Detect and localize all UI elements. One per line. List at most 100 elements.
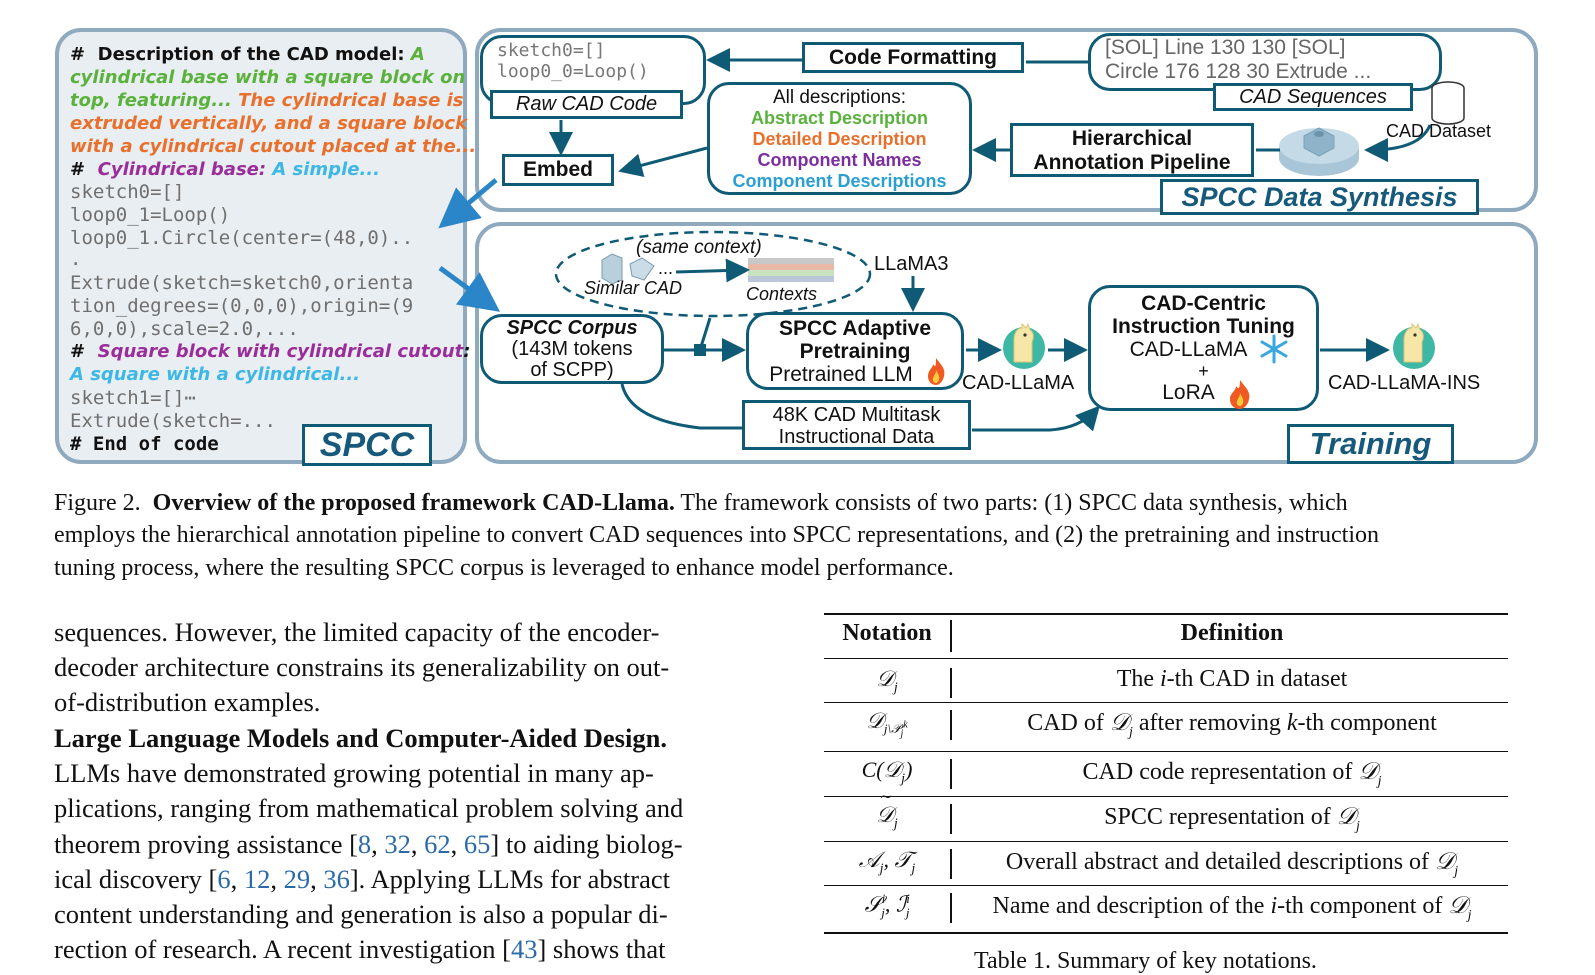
description-item: Component Names [757,150,922,170]
code-desc-line: top, featuring... The cylindrical base i… [70,90,464,111]
llama-icon [1003,322,1045,369]
body-text-line: sequences. However, the limited capacity… [54,617,660,647]
spcc-corpus-box: SPCC Corpus (143M tokens of SCPP) [480,314,664,384]
code-line: tion_degrees=(0,0,0),origin=(9 [70,295,414,317]
table-top-rule [824,613,1508,615]
spcc-tag: SPCC [302,424,432,466]
cad-dataset-label: CAD Dataset [1386,121,1492,141]
citation-link[interactable]: 65 [463,829,491,859]
table-rule [824,885,1508,887]
embed-box: Embed [502,154,614,186]
spcc-code-panel [55,28,467,464]
table-divider [950,759,952,789]
code-line: # End of code [70,433,219,455]
code-desc-line: # Square block with cylindrical cutout: [70,341,471,362]
code-line: sketch0=[] [70,181,185,203]
body-text-line: content understanding and generation is … [54,899,668,929]
code-line: . [70,248,82,270]
figure-caption: employs the hierarchical annotation pipe… [54,522,1379,548]
table-header-notation: Notation [842,620,932,646]
instruct-line: CAD-Centric [1141,292,1266,315]
ellipsis-label: ... [658,258,674,278]
table-caption: Table 1. Summary of key notations. [974,948,1317,974]
body-text-line: rection of research. A recent investigat… [54,934,666,964]
table-divider [950,804,952,834]
contexts-icon [748,258,834,282]
raw-cad-code-tag: Raw CAD Code [490,90,683,119]
fire-icon [928,358,945,385]
multitask-line: 48K CAD Multitask [772,404,941,426]
table-rule [824,702,1508,704]
citation-link[interactable]: 36 [323,864,350,894]
code-desc-line: # Cylindrical base: A simple... [70,159,380,180]
instruct-line: Instruction Tuning [1112,315,1295,338]
body-text-line: plications, ranging from mathematical pr… [54,793,684,823]
body-text-line: decoder architecture constrains its gene… [54,652,670,682]
same-context-label: (same context) [636,237,762,258]
llama-icon [1393,322,1435,369]
code-line: sketch1=[]⋯ [70,387,196,409]
figure-caption: tuning process, where the resulting SPCC… [54,555,954,581]
same-context-ellipse [554,230,872,318]
code-desc-line: with a cylindrical cutout placed at the.… [70,136,477,157]
cad-llama-ins-label: CAD-LLaMA-INS [1328,372,1481,394]
code-desc-line: cylindrical base with a square block on [70,67,466,88]
code-line: Extrude(sketch=... [70,410,276,432]
citation-link[interactable]: 29 [283,864,311,894]
cad-sequences-tag: CAD Sequences [1213,83,1413,111]
cad-part-icon [1279,127,1359,176]
instruct-line: LoRA [1162,381,1215,404]
citation-link[interactable]: 6 [217,864,231,894]
raw-code-line: sketch0=[] [497,40,606,61]
citation-link[interactable]: 12 [243,864,271,894]
code-desc-line: A square with a cylindrical... [70,364,360,385]
corpus-line: (143M tokens [511,338,633,360]
description-item: Component Descriptions [732,171,947,191]
cad-seq-line: Circle 176 128 30 Extrude ... [1105,60,1372,83]
database-icon [1431,81,1465,125]
table-cell-definition: SPCC representation of 𝒟j [1104,802,1360,834]
hierarchical-line: Annotation Pipeline [1033,151,1231,174]
table-cell-notation: 𝒜j, 𝒯j [858,847,916,877]
body-text-line: LLMs have demonstrated growing potential… [54,758,654,788]
citation-link[interactable]: 32 [384,829,411,859]
code-line: 6,0,0),scale=2.0,... [70,318,299,340]
training-tag: Training [1287,424,1454,464]
citation-link[interactable]: 62 [424,829,451,859]
table-divider [950,620,952,652]
table-divider [950,668,952,698]
citation-link[interactable]: 8 [357,829,372,859]
similar-cad-label: Similar CAD [584,278,683,298]
table-header-definition: Definition [1180,620,1284,646]
code-line: loop0_1=Loop() [70,204,231,226]
instruct-line: + [1198,361,1209,381]
cad-seq-line: [SOL] Line 130 130 [SOL] [1105,36,1346,59]
table-cell-definition: Name and description of the i-th compone… [992,891,1472,923]
body-text-line: of-distribution examples. [54,687,321,717]
body-text-line: ical discovery [6, 12, 29, 36]. Applying… [54,864,671,894]
table-cell-definition: The i-th CAD in dataset [1116,666,1348,692]
description-item: Detailed Description [752,129,927,149]
multitask-data-box: 48K CAD Multitask Instructional Data [742,400,971,450]
pretrain-line: Pretraining [799,340,911,363]
citation-link[interactable]: 43 [510,934,538,964]
corpus-line: of SCPP) [530,359,614,381]
table-rule [824,796,1508,798]
instruction-tuning-box: CAD-Centric Instruction Tuning CAD-LLaMA… [1088,285,1319,411]
table-rule [824,932,1508,934]
pretrain-line: SPCC Adaptive [778,317,932,340]
multitask-line: Instructional Data [778,426,935,448]
spcc-data-synthesis-tag: SPCC Data Synthesis [1160,179,1479,215]
corpus-title: SPCC Corpus [506,317,638,339]
hierarchical-line: Hierarchical [1071,127,1193,150]
table-rule [824,751,1508,753]
description-item: Abstract Description [750,108,929,128]
descriptions-title: All descriptions: [772,87,907,108]
table-cell-notation: C(𝒟j) [861,757,913,787]
code-line: loop0_1.Circle(center=(48,0).. [70,227,414,249]
pretrain-line: Pretrained LLM [769,363,913,386]
code-desc-line: extruded vertically, and a square block [70,113,468,134]
body-text-line: theorem proving assistance [8, 32, 62, 6… [54,829,683,859]
table-cell-notation: 𝒟j\𝒫jk [866,709,908,740]
